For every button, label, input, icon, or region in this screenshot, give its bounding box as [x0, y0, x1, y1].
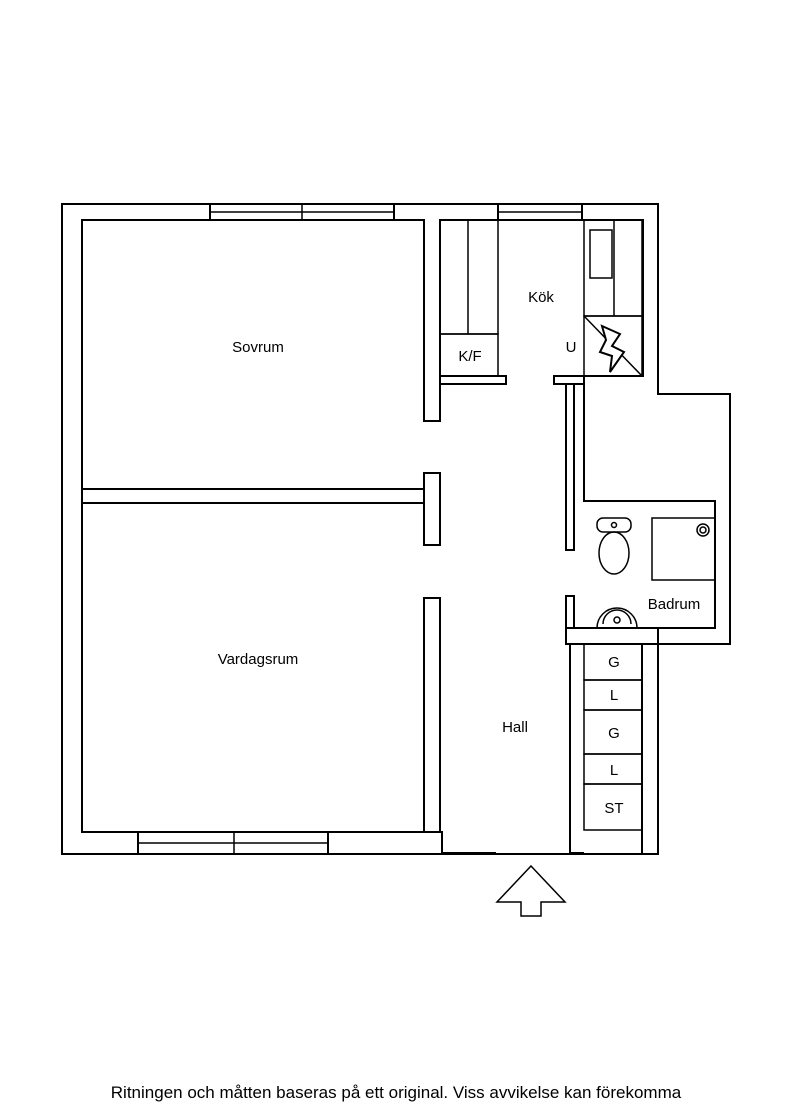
arrow-up-icon	[495, 864, 567, 917]
closet-label: G	[608, 654, 620, 671]
wall-hall-right-upper	[565, 383, 575, 551]
lightning-icon	[598, 324, 626, 373]
fixture-label-kf: K/F	[458, 348, 481, 365]
room-label-vardagsrum: Vardagsrum	[218, 651, 299, 668]
closet-label: ST	[604, 800, 623, 817]
wall-hall-lower	[423, 597, 441, 833]
closet-column	[583, 643, 643, 831]
wall-closet-right	[641, 643, 659, 855]
sink	[596, 607, 638, 629]
wall-kitchen-right	[553, 375, 585, 385]
disclaimer-text: Ritningen och måtten baseras på ett orig…	[110, 1083, 682, 1102]
toilet	[596, 517, 632, 575]
window-top-left	[209, 203, 395, 221]
shower	[651, 517, 716, 581]
room-label-hall: Hall	[502, 719, 528, 736]
wall-bath-bottom	[565, 627, 659, 645]
stove	[583, 315, 643, 377]
room-label-kok: Kök	[528, 289, 554, 306]
wall-hall-stub	[423, 472, 441, 546]
window-top-kitchen	[497, 203, 583, 221]
kitchen-counter-right	[583, 219, 643, 317]
kitchen-counter-left	[439, 219, 499, 335]
room-label-badrum: Badrum	[648, 596, 701, 613]
closet-label: G	[608, 725, 620, 742]
wall-kitchen-left	[439, 375, 507, 385]
room-label-sovrum: Sovrum	[232, 339, 284, 356]
fridge-freezer	[439, 333, 499, 377]
wall-sovrum-vardagsrum	[81, 488, 425, 504]
closet-label: L	[610, 762, 618, 779]
window-bottom	[137, 831, 329, 855]
fixture-label-u: U	[566, 339, 577, 356]
closet-label: L	[610, 687, 618, 704]
